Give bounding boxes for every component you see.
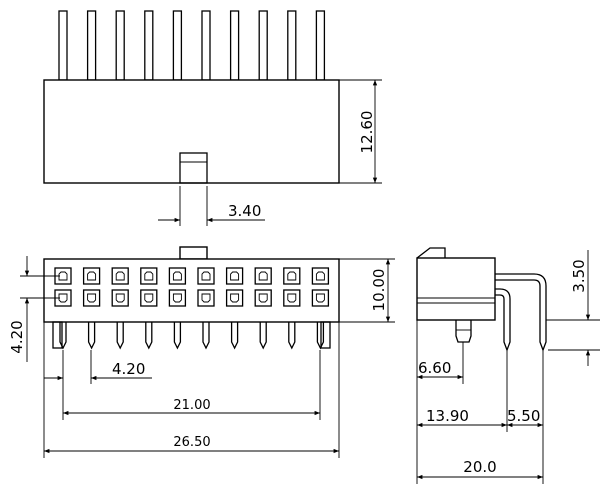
cavity-outer <box>82 267 101 285</box>
dim-label-row-pitch: 4.20 <box>8 320 26 353</box>
top-pin <box>86 10 97 81</box>
cavity-outer <box>225 267 244 285</box>
cavity-inner <box>201 271 211 281</box>
dim-label-side-pin-offset: 3.50 <box>570 259 588 292</box>
cavity-inner <box>172 271 182 281</box>
side-view-pin-upper <box>495 273 547 352</box>
front-pin <box>230 322 239 350</box>
cavity-inner <box>315 271 325 281</box>
front-pin <box>259 322 267 350</box>
cavity-inner <box>58 293 68 303</box>
cavity-inner <box>230 293 240 303</box>
cavity-outer <box>168 267 187 285</box>
cavity-outer <box>311 267 330 285</box>
cavity-inner <box>58 271 68 281</box>
dim-side-pin-offset: 3.50 <box>546 250 600 366</box>
cavity-inner <box>258 271 268 281</box>
front-view-pins <box>52 321 331 350</box>
cavity-inner <box>287 293 297 303</box>
top-pin <box>258 10 268 81</box>
front-pin <box>116 322 124 350</box>
cavity-inner <box>287 271 297 281</box>
cavity-outer <box>111 289 129 307</box>
cavity-inner <box>201 293 211 303</box>
dim-body-height: 12.60 <box>339 79 382 184</box>
top-pin <box>144 10 154 81</box>
dim-pin-pitch: 4.20 <box>44 350 152 384</box>
dim-label-body-height: 12.60 <box>358 111 376 154</box>
side-view-pin-lower <box>495 288 511 352</box>
cavity-inner <box>144 293 154 303</box>
cavity-outer <box>140 267 158 285</box>
dim-side-peg: 6.60 <box>416 320 464 484</box>
front-pin <box>173 322 182 350</box>
top-pin <box>201 10 211 81</box>
top-pin <box>229 10 240 81</box>
dim-label-pin-span: 21.00 <box>173 398 210 413</box>
cavity-inner <box>172 293 182 303</box>
dim-label-side-depth: 20.0 <box>463 458 496 476</box>
cavity-inner <box>258 293 268 303</box>
top-pin <box>58 10 68 81</box>
dim-label-latch-width: 3.40 <box>228 202 261 220</box>
cavity-outer <box>197 289 215 307</box>
front-pin <box>59 322 67 350</box>
front-pin <box>288 322 296 350</box>
cavity-outer <box>311 289 330 307</box>
cavity-outer <box>254 289 272 307</box>
cavity-inner <box>230 271 240 281</box>
cavity-inner <box>87 293 97 303</box>
top-pin <box>115 10 125 81</box>
top-view-pins <box>58 10 326 81</box>
dim-side-pin-rows: 13.90 5.50 <box>417 350 544 484</box>
cavity-outer <box>197 267 215 285</box>
cavity-inner <box>115 271 125 281</box>
top-view-housing <box>43 79 340 184</box>
cavity-inner <box>144 271 154 281</box>
top-pin <box>287 10 297 81</box>
top-pin <box>172 10 183 81</box>
cavity-outer <box>168 289 187 307</box>
front-pin <box>87 322 96 350</box>
cavity-outer <box>225 289 244 307</box>
front-view-latch <box>179 246 208 260</box>
top-view: 12.60 3.40 <box>43 10 382 226</box>
dim-housing-height: 10.00 <box>339 258 395 323</box>
dim-label-pin-pitch: 4.20 <box>112 360 145 378</box>
dim-label-side-pin-row2: 5.50 <box>507 407 540 425</box>
cavity-outer <box>140 289 158 307</box>
front-pin <box>202 322 210 350</box>
side-view: 3.50 6.60 13.90 5.50 20.0 <box>416 247 600 484</box>
front-pin <box>145 322 153 350</box>
dim-label-side-pin-row1: 13.90 <box>426 407 469 425</box>
dim-overall-width: 26.50 <box>43 322 340 458</box>
cavity-inner <box>115 293 125 303</box>
front-peg-right <box>320 321 331 349</box>
dim-row-pitch: 4.20 <box>8 256 60 362</box>
dim-latch-width: 3.40 <box>158 186 265 226</box>
cavity-outer <box>82 289 101 307</box>
side-view-housing <box>416 257 496 321</box>
front-view-cavities <box>54 267 330 307</box>
side-view-peg <box>455 320 472 343</box>
cavity-outer <box>254 267 272 285</box>
cavity-outer <box>111 267 129 285</box>
cavity-outer <box>283 289 301 307</box>
dim-label-side-peg: 6.60 <box>418 359 451 377</box>
dim-side-depth: 20.0 <box>417 458 543 480</box>
top-pin <box>315 10 326 81</box>
front-view: 10.00 4.20 4.20 21.00 <box>8 246 395 458</box>
front-peg-left <box>52 321 63 349</box>
dim-label-overall-width: 26.50 <box>173 435 210 450</box>
cavity-inner <box>315 293 325 303</box>
top-view-latch <box>179 152 208 184</box>
dim-label-housing-height: 10.00 <box>370 269 388 312</box>
dim-pin-span: 21.00 <box>62 350 321 420</box>
cavity-inner <box>87 271 97 281</box>
cavity-outer <box>283 267 301 285</box>
